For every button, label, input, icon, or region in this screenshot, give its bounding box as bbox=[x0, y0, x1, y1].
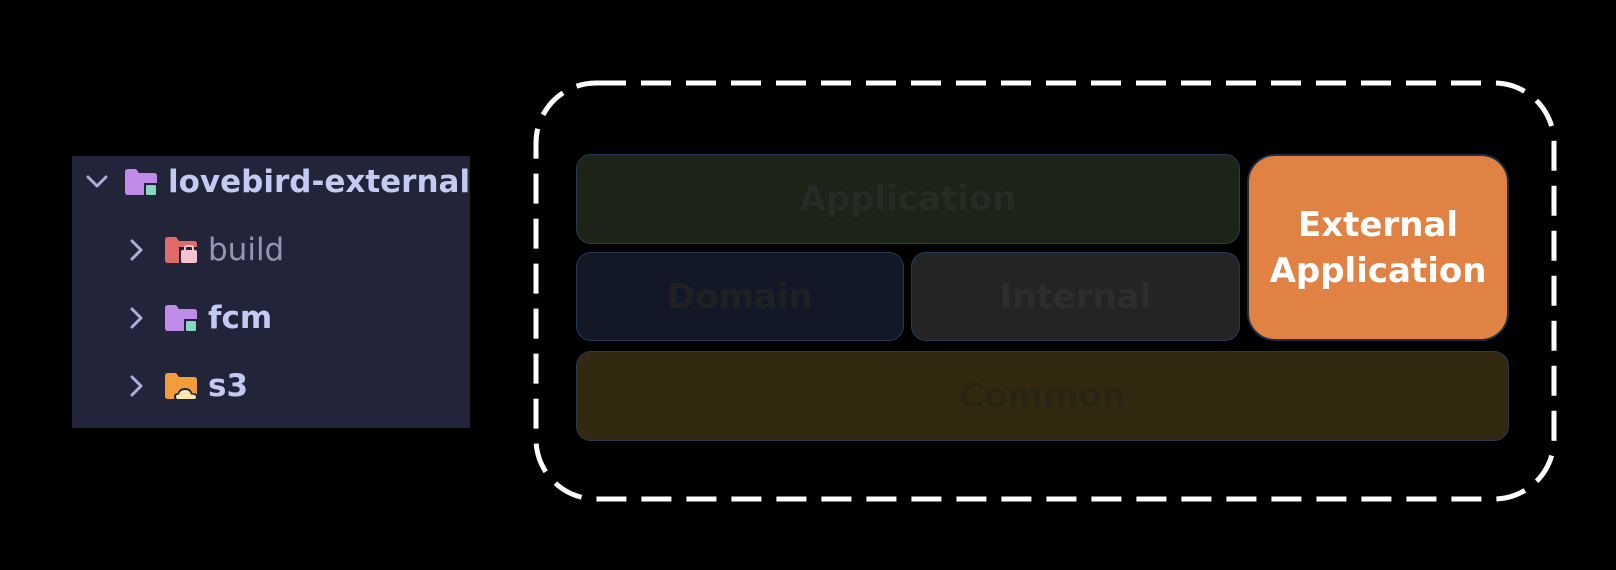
internal-layer: Internal bbox=[911, 252, 1240, 341]
folder-module-icon bbox=[125, 169, 157, 196]
external-module-boundary bbox=[533, 80, 1557, 502]
common-layer: Common bbox=[576, 351, 1509, 441]
tree-item-fcm[interactable]: fcm bbox=[124, 296, 272, 340]
chevron-down-icon[interactable] bbox=[84, 169, 110, 195]
folder-cloud-icon bbox=[165, 373, 198, 400]
external-application-label-line1: External bbox=[1297, 204, 1459, 245]
chevron-right-icon[interactable] bbox=[124, 237, 150, 263]
application-layer-label: Application bbox=[799, 179, 1017, 219]
folder-build-icon bbox=[165, 237, 198, 264]
tree-item-label: fcm bbox=[208, 300, 273, 336]
internal-layer-label: Internal bbox=[999, 276, 1152, 317]
external-application-label-line2: Application bbox=[1269, 250, 1487, 291]
domain-layer: Domain bbox=[576, 252, 904, 341]
tree-item-build[interactable]: build bbox=[124, 228, 284, 272]
domain-layer-label: Domain bbox=[667, 276, 813, 317]
project-tree-panel: lovebird-external build fcm bbox=[72, 156, 470, 428]
tree-item-label: build bbox=[208, 232, 285, 268]
chevron-right-icon[interactable] bbox=[124, 373, 150, 399]
chevron-right-icon[interactable] bbox=[124, 305, 150, 331]
application-layer: Application bbox=[576, 154, 1240, 244]
folder-module-icon bbox=[165, 305, 197, 332]
tree-item-label: s3 bbox=[208, 368, 249, 404]
tree-item-s3[interactable]: s3 bbox=[124, 364, 248, 408]
tree-item-lovebird-external[interactable]: lovebird-external bbox=[84, 160, 470, 204]
common-layer-label: Common bbox=[959, 376, 1126, 416]
external-application-layer: External Application bbox=[1247, 154, 1509, 341]
tree-item-label: lovebird-external bbox=[168, 164, 471, 200]
